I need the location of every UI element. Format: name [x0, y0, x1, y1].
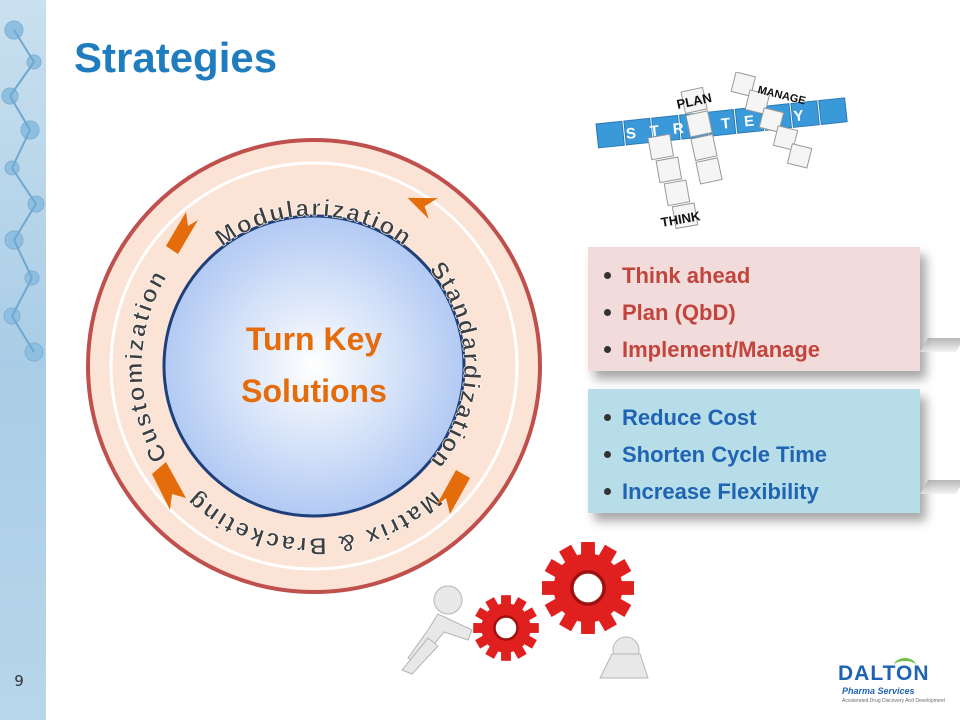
list-item: Plan (QbD): [602, 294, 920, 331]
plan-word: PLAN: [675, 90, 713, 112]
center-text-line1: Turn Key: [246, 321, 383, 357]
strategy-crossword-image: STRATEGY MANAGE PLAN THINK: [595, 72, 848, 230]
think-blocks: THINK: [647, 133, 702, 230]
sidebar-decoration: [0, 0, 46, 720]
figure-right-icon: [599, 636, 649, 679]
logo-swoosh-icon: [894, 658, 916, 673]
benefits-box: Reduce Cost Shorten Cycle Time Increase …: [588, 389, 920, 513]
ring-white-band: [109, 161, 519, 571]
gears-teamwork-image: [401, 542, 649, 679]
box-shadow-decoration: [919, 480, 960, 494]
center-text-line2: Solutions: [241, 373, 387, 409]
planning-box: Think ahead Plan (QbD) Implement/Manage: [588, 247, 920, 371]
logo-tagline: Accelerated Drug Discovery And Developme…: [842, 698, 945, 704]
slide-title: Strategies: [74, 34, 278, 81]
strategy-blocks: STRATEGY: [595, 97, 848, 149]
list-item: Reduce Cost: [602, 399, 920, 436]
slide-number: 9: [14, 672, 24, 690]
molecule-pattern: [1, 20, 45, 362]
small-gear-icon: [471, 593, 541, 663]
company-logo: DALTON Pharma Services Accelerated Drug …: [838, 658, 948, 712]
arrow-bottom-right-icon: [436, 470, 470, 514]
list-item: Shorten Cycle Time: [602, 436, 920, 473]
planning-list: Think ahead Plan (QbD) Implement/Manage: [602, 257, 920, 368]
cycle-diagram: Turn Key Solutions Modularization Standa…: [86, 138, 542, 594]
large-gear-icon: [540, 542, 636, 636]
arrow-bottom-left-icon: [152, 462, 186, 510]
arrow-top-right-icon: [407, 197, 438, 220]
box-shadow-decoration: [919, 338, 960, 352]
plan-blocks: PLAN: [675, 86, 723, 185]
think-word: THINK: [660, 208, 702, 230]
list-item: Increase Flexibility: [602, 473, 920, 510]
figure-left-icon: [401, 585, 473, 675]
logo-subtitle: Pharma Services: [842, 686, 915, 696]
manage-blocks: MANAGE: [730, 72, 813, 169]
center-circle: [162, 214, 466, 518]
arrow-top-left-icon: [166, 212, 198, 254]
list-item: Implement/Manage: [602, 331, 920, 368]
logo-wordmark: DALTON: [838, 662, 930, 685]
benefits-list: Reduce Cost Shorten Cycle Time Increase …: [602, 399, 920, 510]
list-item: Think ahead: [602, 257, 920, 294]
cycle-arrows: [152, 197, 470, 514]
